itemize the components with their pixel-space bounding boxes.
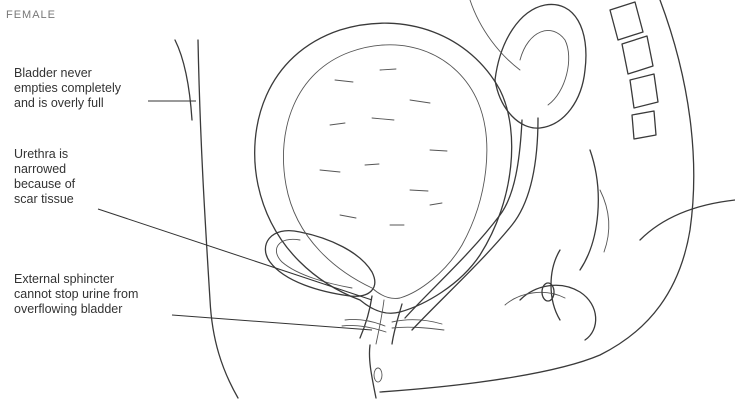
- urethra-wall-right: [392, 304, 402, 344]
- callout-urethra-line: scar tissue: [14, 192, 75, 207]
- leader-urethra: [98, 209, 372, 300]
- figure-title: FEMALE: [6, 8, 56, 23]
- vagina: [405, 120, 522, 318]
- callout-urethra: Urethra is narrowed because of scar tiss…: [14, 147, 75, 207]
- callout-bladder-line: Bladder never: [14, 66, 121, 81]
- urethral-opening: [369, 345, 376, 398]
- callout-urethra-line: Urethra is: [14, 147, 75, 162]
- sacrum: [610, 2, 658, 139]
- urine-texture: [320, 69, 447, 225]
- callout-sphincter-line: overflowing bladder: [14, 302, 138, 317]
- external-sphincter: [342, 319, 444, 332]
- callout-urethra-line: because of: [14, 177, 75, 192]
- leader-sphincter: [172, 315, 372, 330]
- callout-sphincter-line: cannot stop urine from: [14, 287, 138, 302]
- bladder-urine: [283, 45, 486, 299]
- uterus: [495, 4, 586, 128]
- rectum: [551, 150, 598, 320]
- callout-bladder-line: empties completely: [14, 81, 121, 96]
- abdomen-contour: [175, 40, 192, 120]
- callout-urethra-line: narrowed: [14, 162, 75, 177]
- callout-sphincter: External sphincter cannot stop urine fro…: [14, 272, 138, 317]
- body-contour-left: [198, 40, 238, 398]
- callout-bladder: Bladder never empties completely and is …: [14, 66, 121, 111]
- urethra-wall-left: [360, 296, 372, 338]
- back-contour: [380, 0, 694, 392]
- callout-sphincter-line: External sphincter: [14, 272, 138, 287]
- callout-bladder-line: and is overly full: [14, 96, 121, 111]
